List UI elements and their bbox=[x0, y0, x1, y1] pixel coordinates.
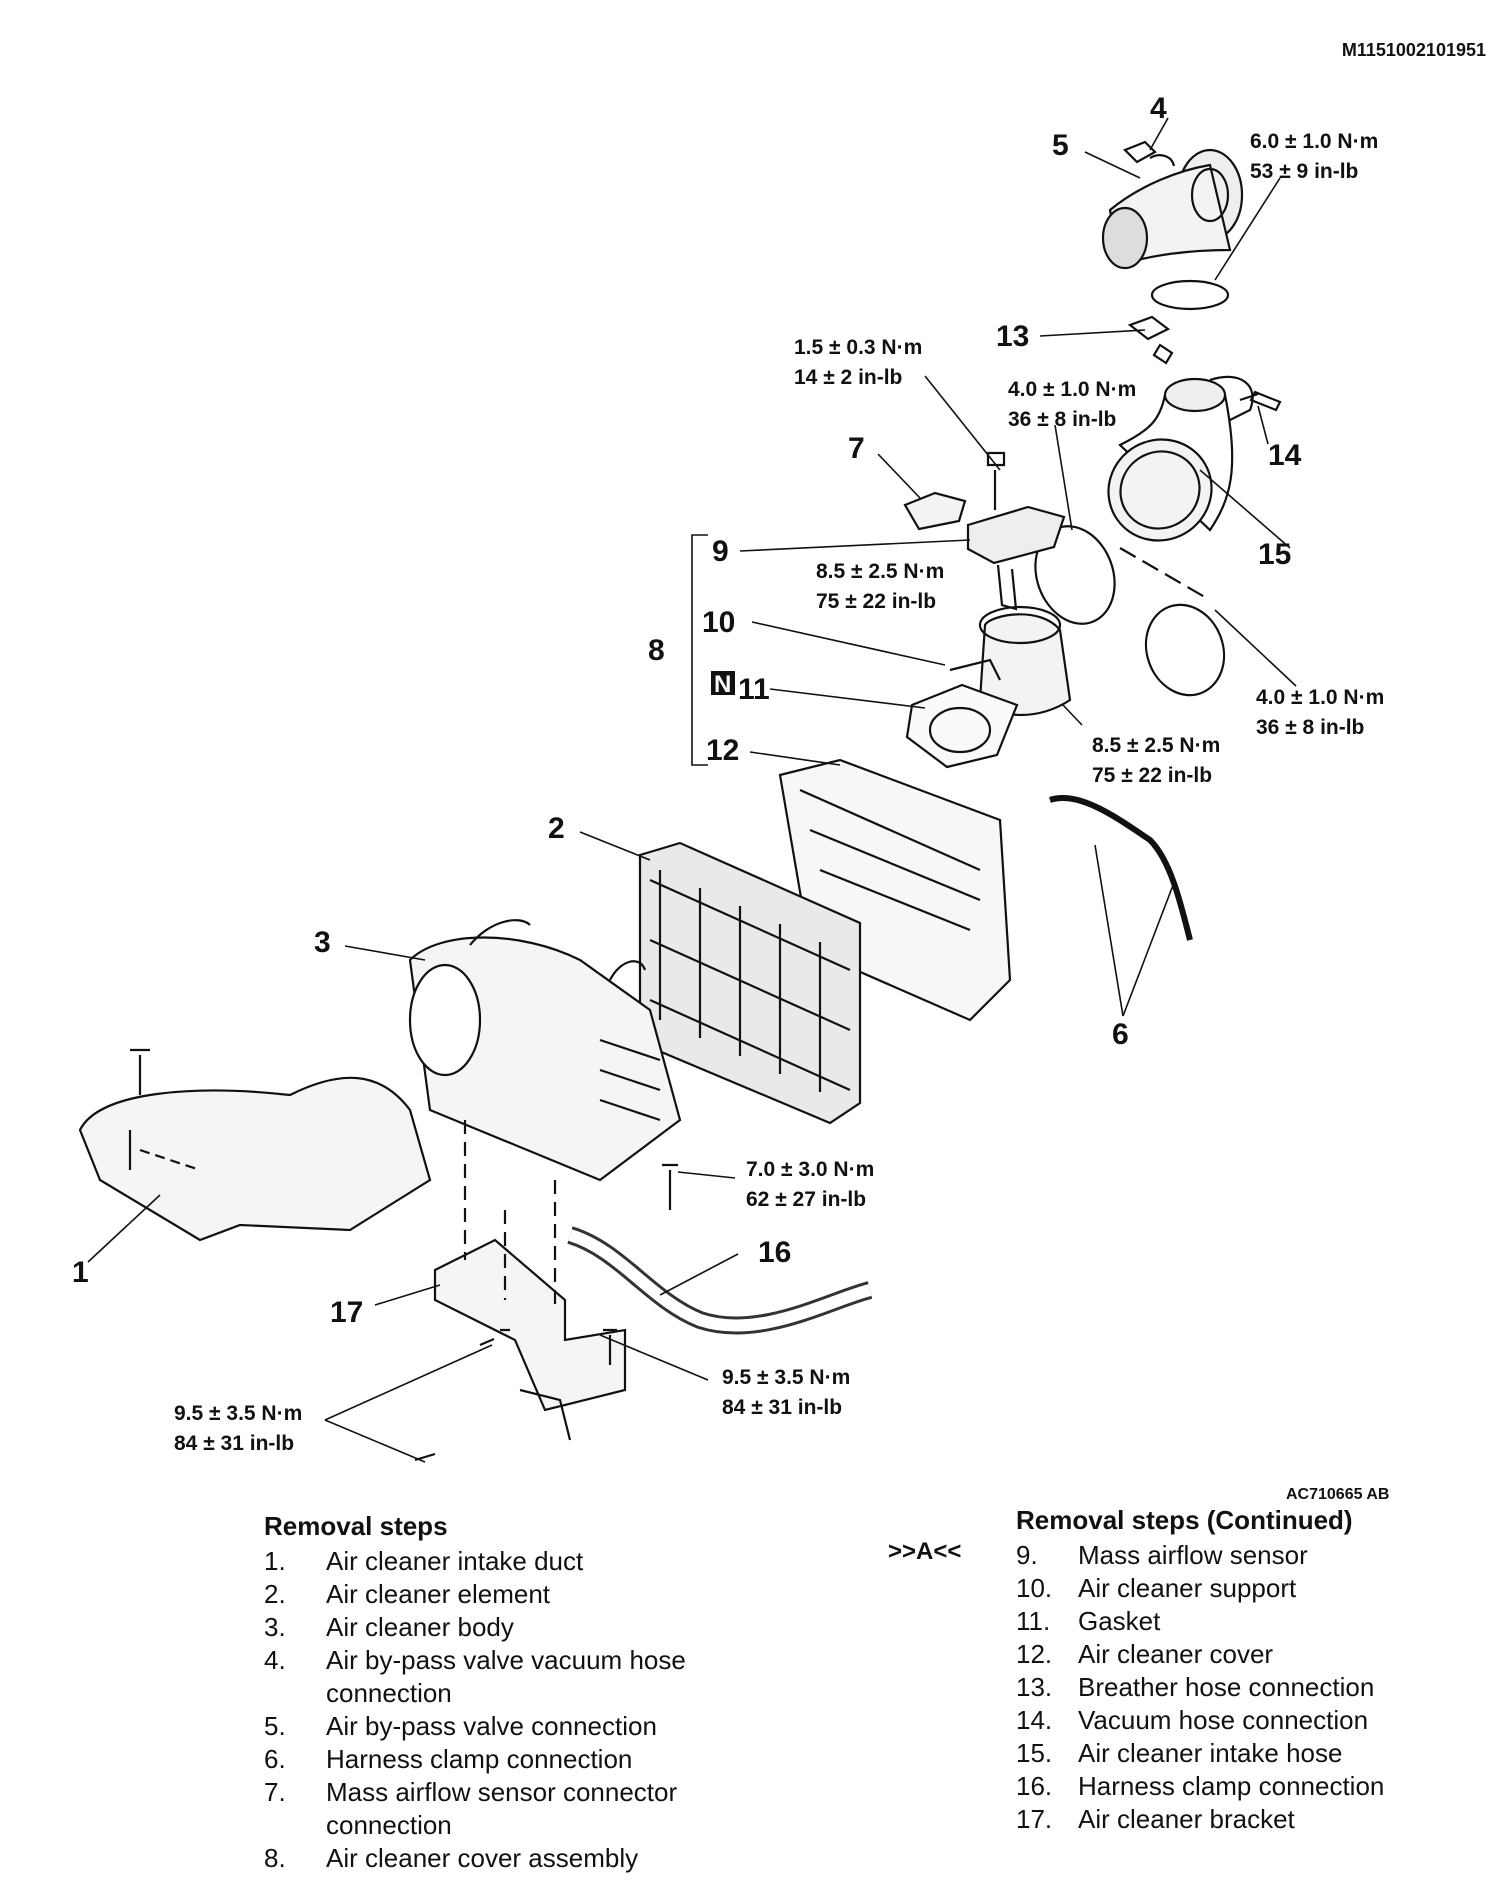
list-item: 3.Air cleaner body bbox=[264, 1612, 514, 1642]
list-item: 9.Mass airflow sensor bbox=[1016, 1540, 1308, 1570]
torque-15-clamp-nm: 4.0 ± 1.0 N·m bbox=[1008, 378, 1136, 401]
torque-10-inlb: 75 ± 22 in-lb bbox=[1092, 764, 1212, 787]
hose-part bbox=[567, 1226, 873, 1335]
reference-mark: >>A<< bbox=[888, 1538, 962, 1565]
harness-wire bbox=[1049, 795, 1193, 941]
torque-6-clamp-inlb: 36 ± 8 in-lb bbox=[1256, 716, 1364, 739]
torque-5-inlb: 53 ± 9 in-lb bbox=[1250, 160, 1358, 183]
group-bracket-8 bbox=[691, 534, 708, 766]
list-item: 7.Mass airflow sensor connector connecti… bbox=[264, 1777, 678, 1840]
callout-5: 5 bbox=[1052, 129, 1069, 162]
callout-9: 9 bbox=[712, 535, 729, 568]
callout-16: 16 bbox=[758, 1236, 791, 1269]
list-item: 12.Air cleaner cover bbox=[1016, 1639, 1274, 1669]
callout-6: 6 bbox=[1112, 1018, 1129, 1051]
torque-17b-inlb: 84 ± 31 in-lb bbox=[722, 1396, 842, 1419]
list-item: 2.Air cleaner element bbox=[264, 1579, 550, 1609]
torque-specs: 6.0 ± 1.0 N·m 53 ± 9 in-lb 1.5 ± 0.3 N·m… bbox=[174, 130, 1384, 1455]
list-item: 8.Air cleaner cover assembly bbox=[264, 1843, 639, 1873]
maf-connector bbox=[903, 491, 967, 531]
figure-id: AC710665 AB bbox=[1286, 1486, 1390, 1503]
n-badge bbox=[711, 671, 735, 695]
removal-steps: Removal steps 1.Air cleaner intake duct … bbox=[264, 1510, 744, 1875]
callout-8: 8 bbox=[648, 634, 665, 667]
callout-13: 13 bbox=[996, 320, 1029, 353]
callout-15: 15 bbox=[1258, 538, 1291, 571]
maf-sensor-part bbox=[966, 451, 1066, 611]
callout-labels: 4 5 13 7 14 15 9 10 8 N 11 12 2 3 6 16 1… bbox=[72, 92, 1302, 1329]
air-cleaner-element-part bbox=[638, 841, 862, 1125]
torque-17a-inlb: 84 ± 31 in-lb bbox=[174, 1432, 294, 1455]
exploded-view-diagram: 4 5 13 7 14 15 9 10 8 N 11 12 2 3 6 16 1… bbox=[72, 92, 1384, 1463]
n-badge-label: N bbox=[714, 671, 731, 698]
callout-10: 10 bbox=[702, 606, 735, 639]
intake-hose-part bbox=[1107, 375, 1282, 542]
list-item: 11.Gasket bbox=[1016, 1606, 1161, 1636]
air-cleaner-bracket-part bbox=[433, 1238, 627, 1441]
gasket-part bbox=[905, 683, 1019, 769]
callout-7: 7 bbox=[848, 432, 865, 465]
vacuum-hose-clip bbox=[1123, 140, 1176, 167]
callout-14: 14 bbox=[1268, 439, 1302, 472]
callout-4: 4 bbox=[1150, 92, 1167, 125]
hose-clamp-lower bbox=[1144, 603, 1226, 697]
intake-duct-part bbox=[78, 1076, 432, 1242]
list-item: 6.Harness clamp connection bbox=[264, 1744, 633, 1774]
torque-15-clamp-inlb: 36 ± 8 in-lb bbox=[1008, 408, 1116, 431]
removal-steps-continued: Removal steps (Continued) 9.Mass airflow… bbox=[1016, 1504, 1496, 1836]
bypass-valve-part bbox=[1101, 148, 1244, 270]
breather-hose bbox=[1127, 315, 1174, 365]
list-item: 15.Air cleaner intake hose bbox=[1016, 1738, 1343, 1768]
document-id: M1151002101951 bbox=[1341, 40, 1486, 60]
callout-12: 12 bbox=[706, 734, 739, 767]
torque-3-nm: 7.0 ± 3.0 N·m bbox=[746, 1158, 874, 1181]
callout-2: 2 bbox=[548, 812, 565, 845]
callout-1: 1 bbox=[72, 1256, 89, 1289]
list-item: 14.Vacuum hose connection bbox=[1016, 1705, 1369, 1735]
torque-9-bolt-inlb: 14 ± 2 in-lb bbox=[794, 366, 902, 389]
list-item: 10.Air cleaner support bbox=[1016, 1573, 1297, 1603]
torque-3-inlb: 62 ± 27 in-lb bbox=[746, 1188, 866, 1211]
list-item: 17.Air cleaner bracket bbox=[1016, 1804, 1295, 1834]
list-item: 5.Air by-pass valve connection bbox=[264, 1711, 657, 1741]
air-cleaner-body-part bbox=[408, 919, 682, 1182]
callout-17: 17 bbox=[330, 1296, 363, 1329]
torque-17a-nm: 9.5 ± 3.5 N·m bbox=[174, 1402, 302, 1425]
torque-6-clamp-nm: 4.0 ± 1.0 N·m bbox=[1256, 686, 1384, 709]
list-item: 1.Air cleaner intake duct bbox=[264, 1546, 584, 1576]
torque-9-nm: 8.5 ± 2.5 N·m bbox=[816, 560, 944, 583]
list-item: 16.Harness clamp connection bbox=[1016, 1771, 1385, 1801]
hose-clamp-upper bbox=[1150, 279, 1230, 311]
torque-9-inlb: 75 ± 22 in-lb bbox=[816, 590, 936, 613]
torque-17b-nm: 9.5 ± 3.5 N·m bbox=[722, 1366, 850, 1389]
torque-10-nm: 8.5 ± 2.5 N·m bbox=[1092, 734, 1220, 757]
torque-5-nm: 6.0 ± 1.0 N·m bbox=[1250, 130, 1378, 153]
removal-steps-continued-title: Removal steps (Continued) bbox=[1016, 1505, 1353, 1535]
list-item: 13.Breather hose connection bbox=[1016, 1672, 1375, 1702]
list-item: 4.Air by-pass valve vacuum hose connecti… bbox=[264, 1645, 686, 1708]
torque-9-bolt-nm: 1.5 ± 0.3 N·m bbox=[794, 336, 922, 359]
leader-lines bbox=[87, 117, 1297, 1463]
removal-steps-title: Removal steps bbox=[264, 1511, 448, 1541]
callout-3: 3 bbox=[314, 926, 331, 959]
callout-11: 11 bbox=[738, 673, 770, 706]
